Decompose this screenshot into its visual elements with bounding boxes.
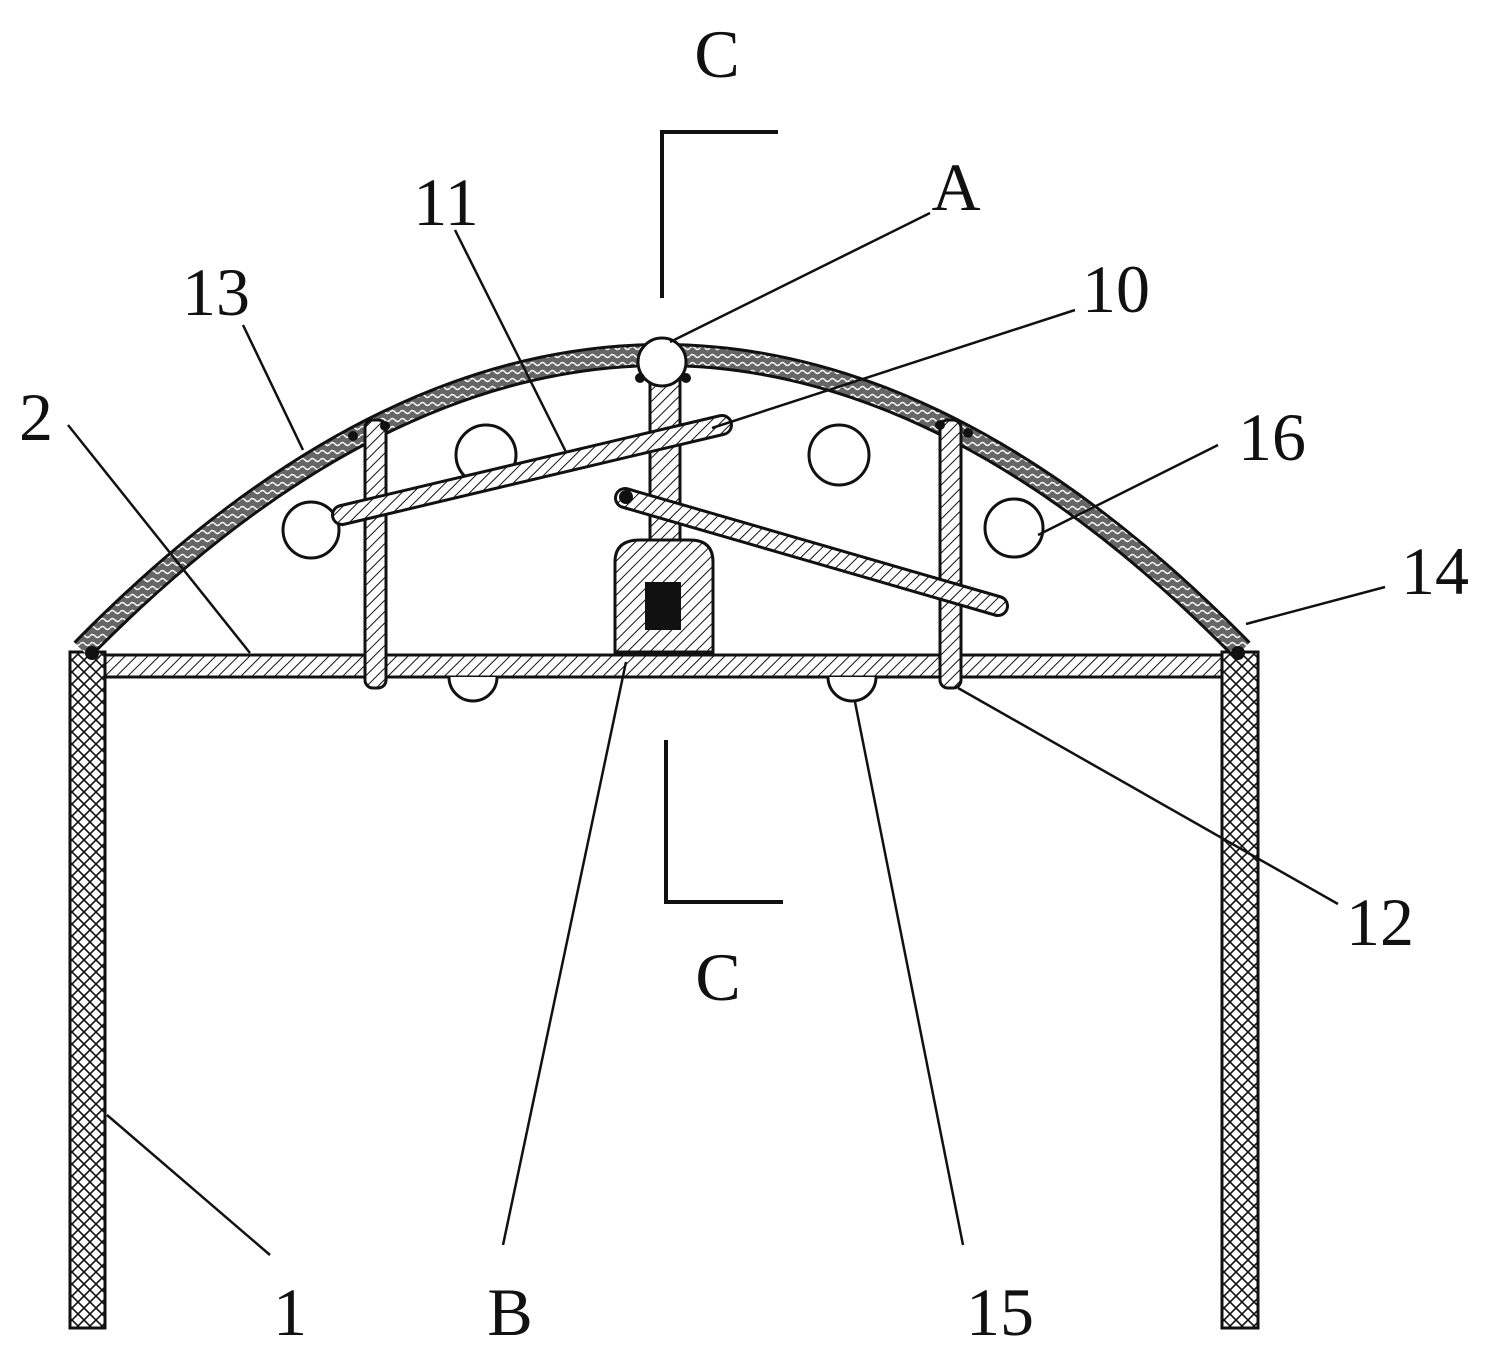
leader-2 bbox=[67, 424, 251, 654]
section-mark-top bbox=[660, 130, 778, 298]
motor-core bbox=[645, 582, 681, 630]
label-part-10: 10 bbox=[1082, 251, 1150, 327]
leader-12 bbox=[957, 686, 1339, 906]
label-section-top: C bbox=[694, 16, 739, 92]
label-part-1: 1 bbox=[273, 1274, 307, 1350]
label-part-14: 14 bbox=[1401, 533, 1469, 609]
post-pin bbox=[380, 421, 390, 431]
leader-15 bbox=[853, 701, 965, 1246]
pivot-pin bbox=[635, 373, 645, 383]
left-leg bbox=[68, 650, 107, 1330]
top-pivot bbox=[636, 336, 688, 388]
leader-14 bbox=[1245, 585, 1386, 626]
leader-B bbox=[501, 661, 628, 1246]
base-plate bbox=[103, 653, 1224, 679]
label-section-bottom: C bbox=[695, 939, 740, 1015]
upper-rod bbox=[334, 417, 730, 523]
label-part-16: 16 bbox=[1238, 399, 1306, 475]
pivot-pin bbox=[681, 373, 691, 383]
leader-16 bbox=[1037, 443, 1219, 537]
label-part-11: 11 bbox=[413, 164, 478, 240]
left-post bbox=[363, 418, 388, 690]
leader-11 bbox=[453, 229, 568, 453]
vent-hole bbox=[983, 497, 1045, 559]
label-part-13: 13 bbox=[182, 254, 250, 330]
section-mark-bottom bbox=[664, 740, 783, 904]
label-detail-b: B bbox=[487, 1274, 532, 1350]
label-part-12: 12 bbox=[1346, 884, 1414, 960]
leader-A bbox=[669, 211, 931, 344]
label-detail-a: A bbox=[931, 149, 980, 225]
leader-1 bbox=[106, 1114, 271, 1256]
right-hinge-pin bbox=[1231, 646, 1245, 660]
right-post bbox=[938, 418, 963, 690]
rod-pin bbox=[619, 490, 633, 504]
leader-13 bbox=[241, 324, 305, 451]
roller-left bbox=[447, 676, 499, 703]
post-pin bbox=[348, 431, 358, 441]
label-part-2: 2 bbox=[19, 379, 53, 455]
post-pin bbox=[963, 428, 973, 438]
vent-hole bbox=[807, 423, 871, 487]
leader-10 bbox=[711, 308, 1076, 430]
right-leg bbox=[1220, 650, 1260, 1330]
roller-right bbox=[826, 676, 878, 703]
post-pin bbox=[935, 420, 945, 430]
label-part-15: 15 bbox=[966, 1274, 1034, 1350]
left-hinge-pin bbox=[85, 646, 99, 660]
lower-rod bbox=[617, 490, 1006, 614]
vent-hole bbox=[281, 500, 341, 560]
